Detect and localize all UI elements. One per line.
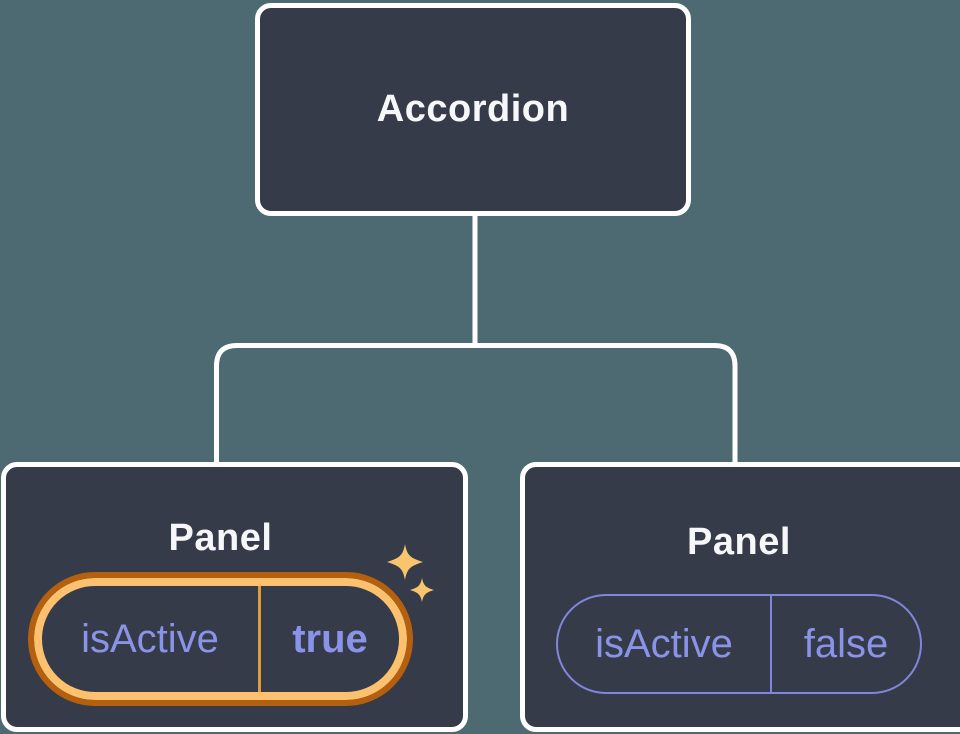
state-pill-active: isActive true <box>28 572 413 706</box>
state-name: isActive <box>81 616 219 661</box>
sparkles-icon <box>387 544 434 602</box>
node-label: Accordion <box>376 88 570 130</box>
tree-node-panel-active: Panel isActive true <box>1 462 468 732</box>
tree-node-panel-inactive: Panel isActive false <box>520 462 960 732</box>
state-name: isActive <box>595 621 733 666</box>
pill-divider <box>258 586 261 692</box>
state-value: false <box>803 621 889 666</box>
tree-node-accordion: Accordion <box>255 3 691 216</box>
state-pill-inactive: isActive false <box>556 594 922 694</box>
node-label: Panel <box>687 521 791 563</box>
pill-divider <box>770 596 772 692</box>
state-value: true <box>292 616 368 661</box>
node-label: Panel <box>168 517 273 559</box>
